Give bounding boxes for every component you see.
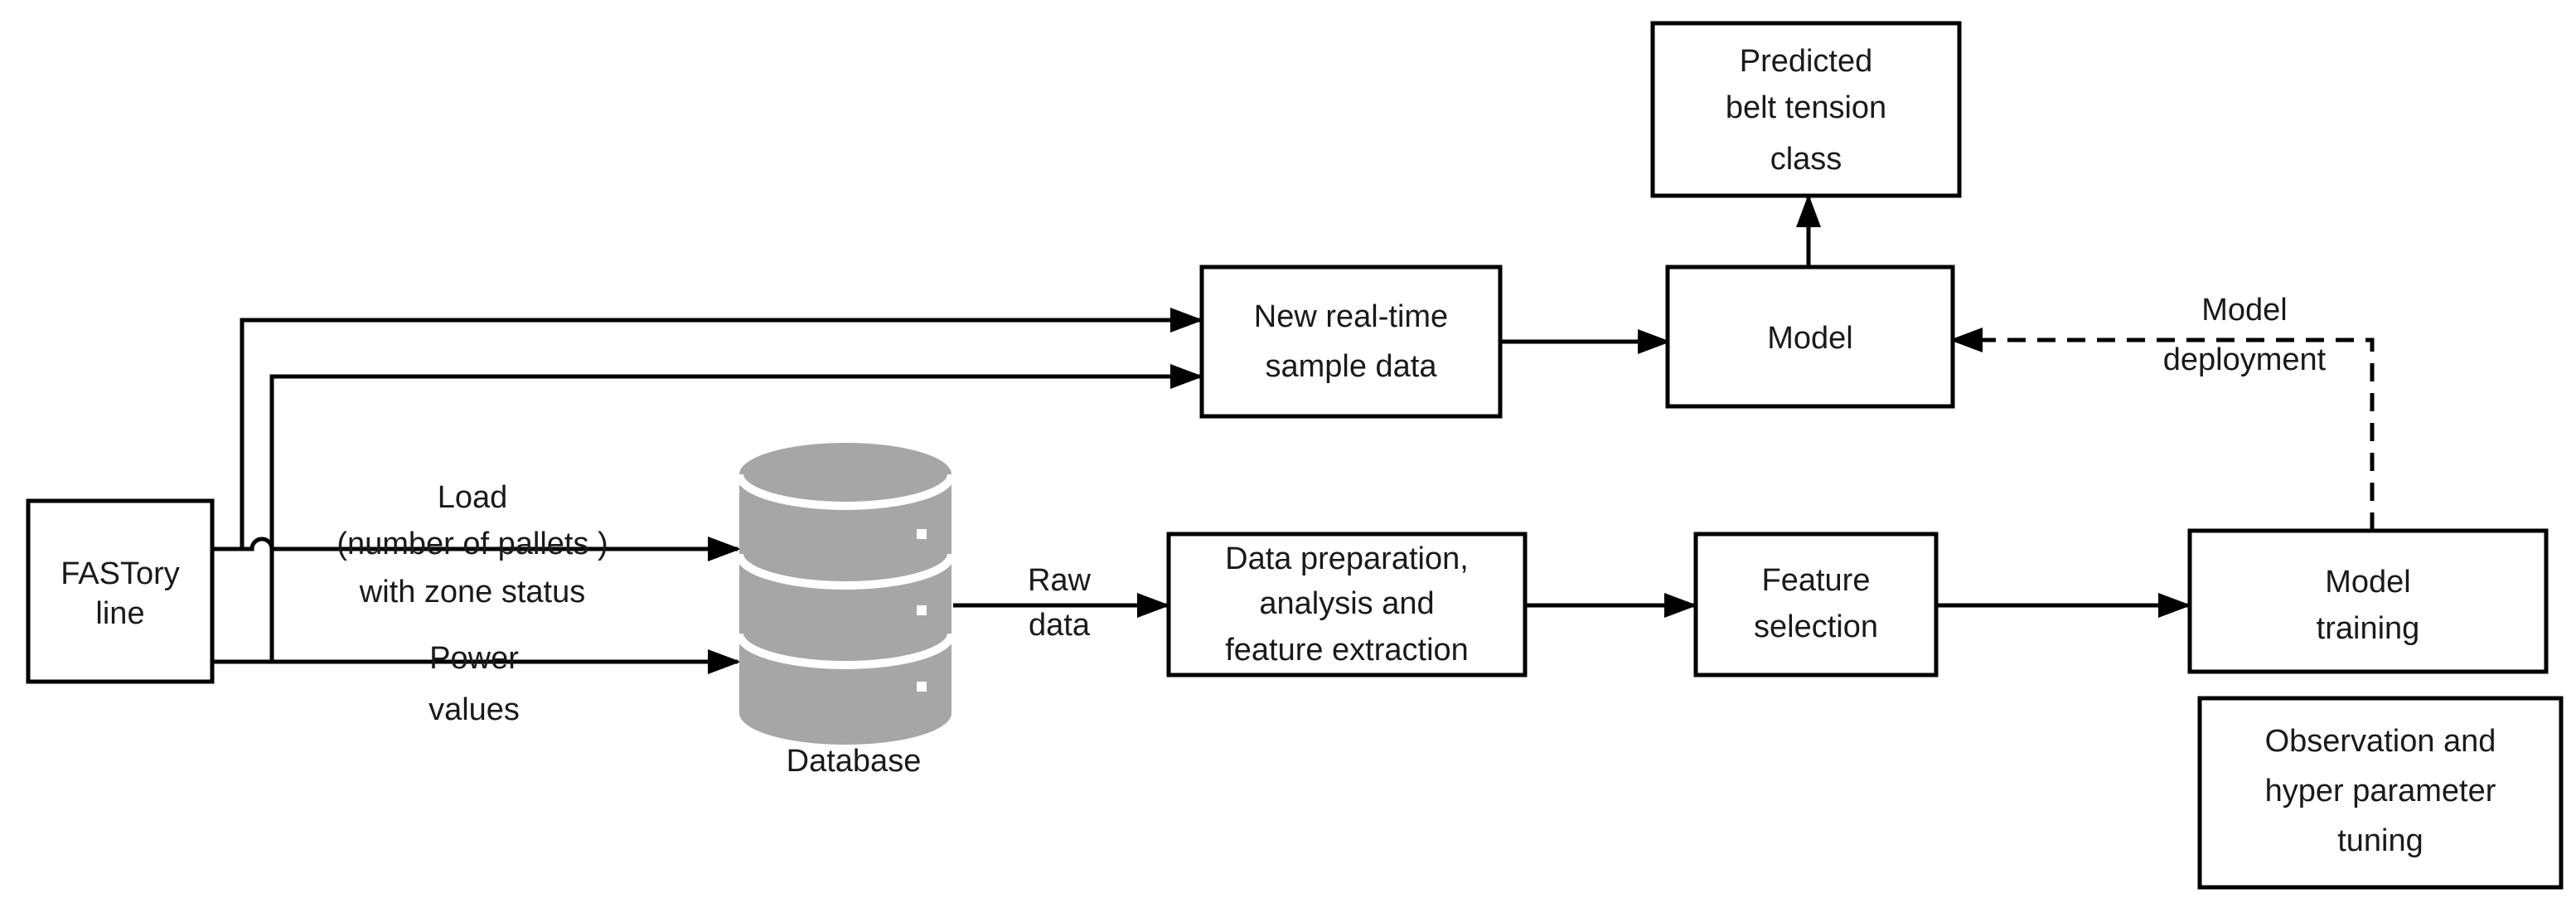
edge-label-line: Model bbox=[2201, 293, 2288, 328]
power-edge-label: Power values bbox=[429, 641, 520, 727]
node-label-line: Observation and bbox=[2265, 724, 2496, 759]
edge-fastory-to-realtime-top bbox=[212, 308, 1203, 551]
node-label-line: Predicted bbox=[1740, 44, 1873, 79]
predicted-belt-tension-node: Predicted belt tension class bbox=[1650, 21, 1962, 198]
edge-fastory-to-realtime-bottom bbox=[212, 537, 308, 551]
node-label-line: belt tension bbox=[1726, 90, 1886, 125]
node-label-line: New real-time bbox=[1254, 299, 1448, 334]
edge-label-line: values bbox=[429, 692, 520, 727]
node-label-line: selection bbox=[1754, 609, 1878, 644]
edge-label-line: (number of pallets ) bbox=[337, 527, 608, 561]
node-label-line: sample data bbox=[1265, 349, 1437, 384]
edge-power-branch-to-realtime bbox=[269, 364, 1203, 662]
data-preparation-node: Data preparation, analysis and feature e… bbox=[1166, 532, 1528, 677]
realtime-sample-data-node: New real-time sample data bbox=[1199, 265, 1503, 419]
model-training-node: Model training bbox=[2187, 528, 2549, 674]
load-edge-label: Load (number of pallets ) with zone stat… bbox=[337, 480, 608, 609]
node-label-line: Data preparation, bbox=[1225, 541, 1469, 576]
deployment-edge-label: Model deployment bbox=[2163, 293, 2327, 377]
node-label-line: Model bbox=[2325, 565, 2411, 600]
node-label-line: line bbox=[95, 596, 144, 631]
node-label-line: analysis and bbox=[1259, 586, 1434, 621]
feature-selection-node: Feature selection bbox=[1693, 532, 1939, 677]
database-label: Database bbox=[787, 744, 922, 779]
database-icon bbox=[735, 443, 956, 745]
edge-label-line: deployment bbox=[2163, 342, 2327, 377]
edge-label-line: data bbox=[1029, 608, 1091, 643]
observation-tuning-node: Observation and hyper parameter tuning bbox=[2197, 696, 2564, 890]
node-label-line: hyper parameter bbox=[2265, 774, 2496, 809]
fastory-line-node: FASTory line bbox=[26, 498, 215, 684]
model-node: Model bbox=[1665, 265, 1955, 409]
raw-data-edge-label: Raw data bbox=[1028, 563, 1092, 643]
node-label-line: feature extraction bbox=[1225, 633, 1469, 668]
edge-label-line: Raw bbox=[1028, 563, 1092, 598]
edge-model-deployment bbox=[1949, 328, 2375, 531]
connectors bbox=[212, 194, 2375, 674]
node-label-line: Feature bbox=[1762, 563, 1871, 598]
node-label-line: FASTory bbox=[61, 556, 180, 591]
edge-label-line: Load bbox=[438, 480, 508, 515]
node-label-line: class bbox=[1770, 142, 1842, 177]
edge-label-line: with zone status bbox=[359, 575, 585, 609]
edge-label-line: Power bbox=[429, 641, 519, 676]
node-label-line: training bbox=[2317, 611, 2420, 646]
node-label-line: Model bbox=[1767, 321, 1853, 356]
node-label-line: tuning bbox=[2337, 823, 2423, 858]
